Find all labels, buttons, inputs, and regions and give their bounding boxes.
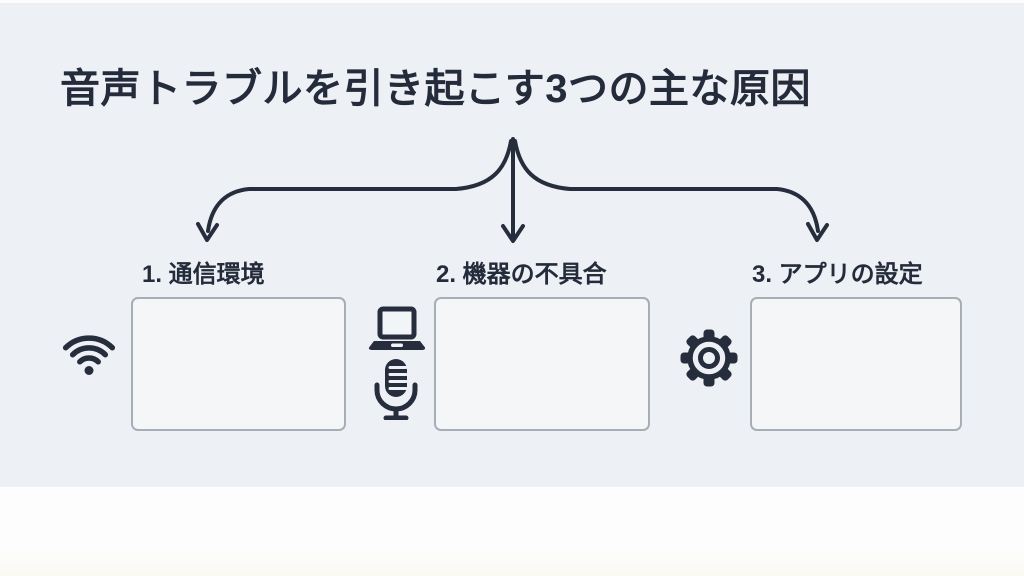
cause-card-3 [750,297,962,431]
top-edge-highlight [0,0,1024,3]
cause-card-2 [434,297,650,431]
cause-label-1: 1. 通信環境 [142,261,265,288]
cause-label-2: 2. 機器の不具合 [436,261,607,288]
arrow-left-head [196,222,219,242]
laptop-icon [368,306,426,350]
page-title: 音声トラブルを引き起こす3つの主な原因 [60,67,811,111]
bottom-blank-band [0,487,1024,576]
arrow-center-head [501,224,525,243]
microphone-icon [374,359,418,420]
gear-icon [680,329,738,387]
wifi-icon [62,335,116,375]
arrow-right-head [806,222,829,242]
arrow-right-branch [513,139,820,233]
arrow-left-branch [206,139,513,233]
cause-label-3: 3. アプリの設定 [752,261,923,288]
cause-card-1 [131,297,346,431]
